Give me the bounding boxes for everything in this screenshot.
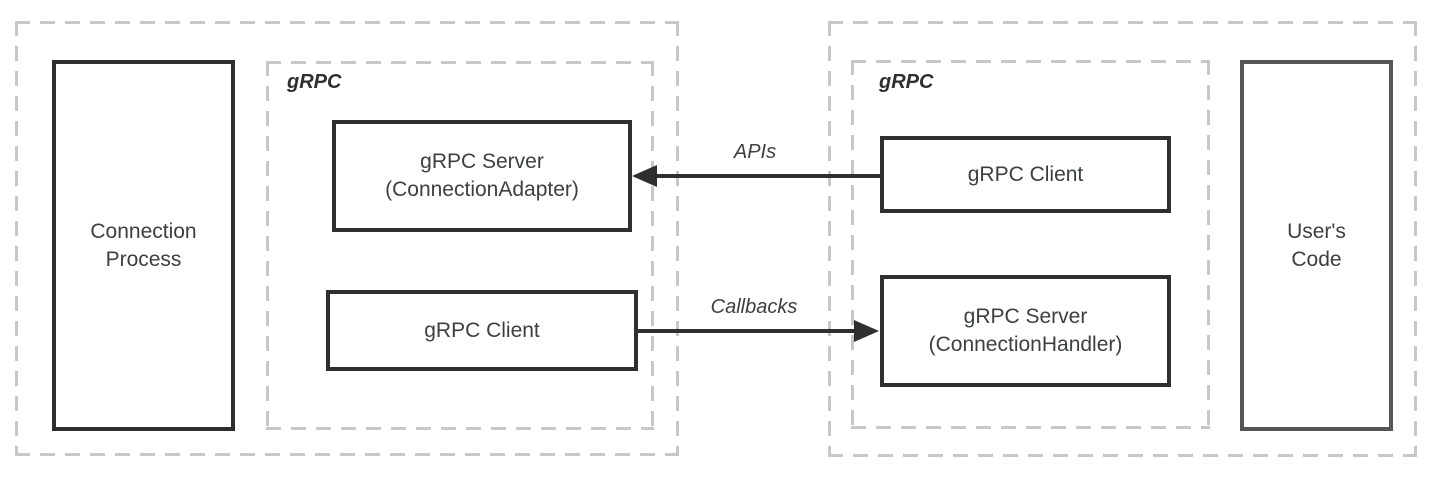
apis-arrow-label: APIs [733,141,777,163]
users-code-box: User's Code [1240,60,1393,431]
users-code-label: User's Code [1287,219,1346,271]
grpc-server-connection-adapter-box: gRPC Server (ConnectionAdapter) [332,120,632,232]
apis-arrow-line [652,174,880,178]
grpc-server-connection-handler-box: gRPC Server (ConnectionHandler) [880,275,1171,387]
left-grpc-client-box: gRPC Client [326,290,638,371]
callbacks-arrow-line [638,329,856,333]
callbacks-arrow-label: Callbacks [710,296,798,318]
connection-process-box: Connection Process [52,60,235,431]
right-grpc-client-box: gRPC Client [880,136,1171,213]
right-grpc-client-label: gRPC Client [967,162,1084,186]
callbacks-arrowhead-right-icon [854,320,879,342]
left-grpc-container-label: gRPC [287,71,342,93]
grpc-server-connection-adapter-label: gRPC Server (ConnectionAdapter) [385,150,579,201]
left-grpc-container [266,61,654,430]
apis-arrowhead-left-icon [632,165,657,187]
grpc-server-connection-handler-label: gRPC Server (ConnectionHandler) [928,305,1123,356]
connection-process-label: Connection Process [90,219,197,271]
left-grpc-client-label: gRPC Client [424,318,540,342]
right-grpc-container-label: gRPC [879,71,934,93]
